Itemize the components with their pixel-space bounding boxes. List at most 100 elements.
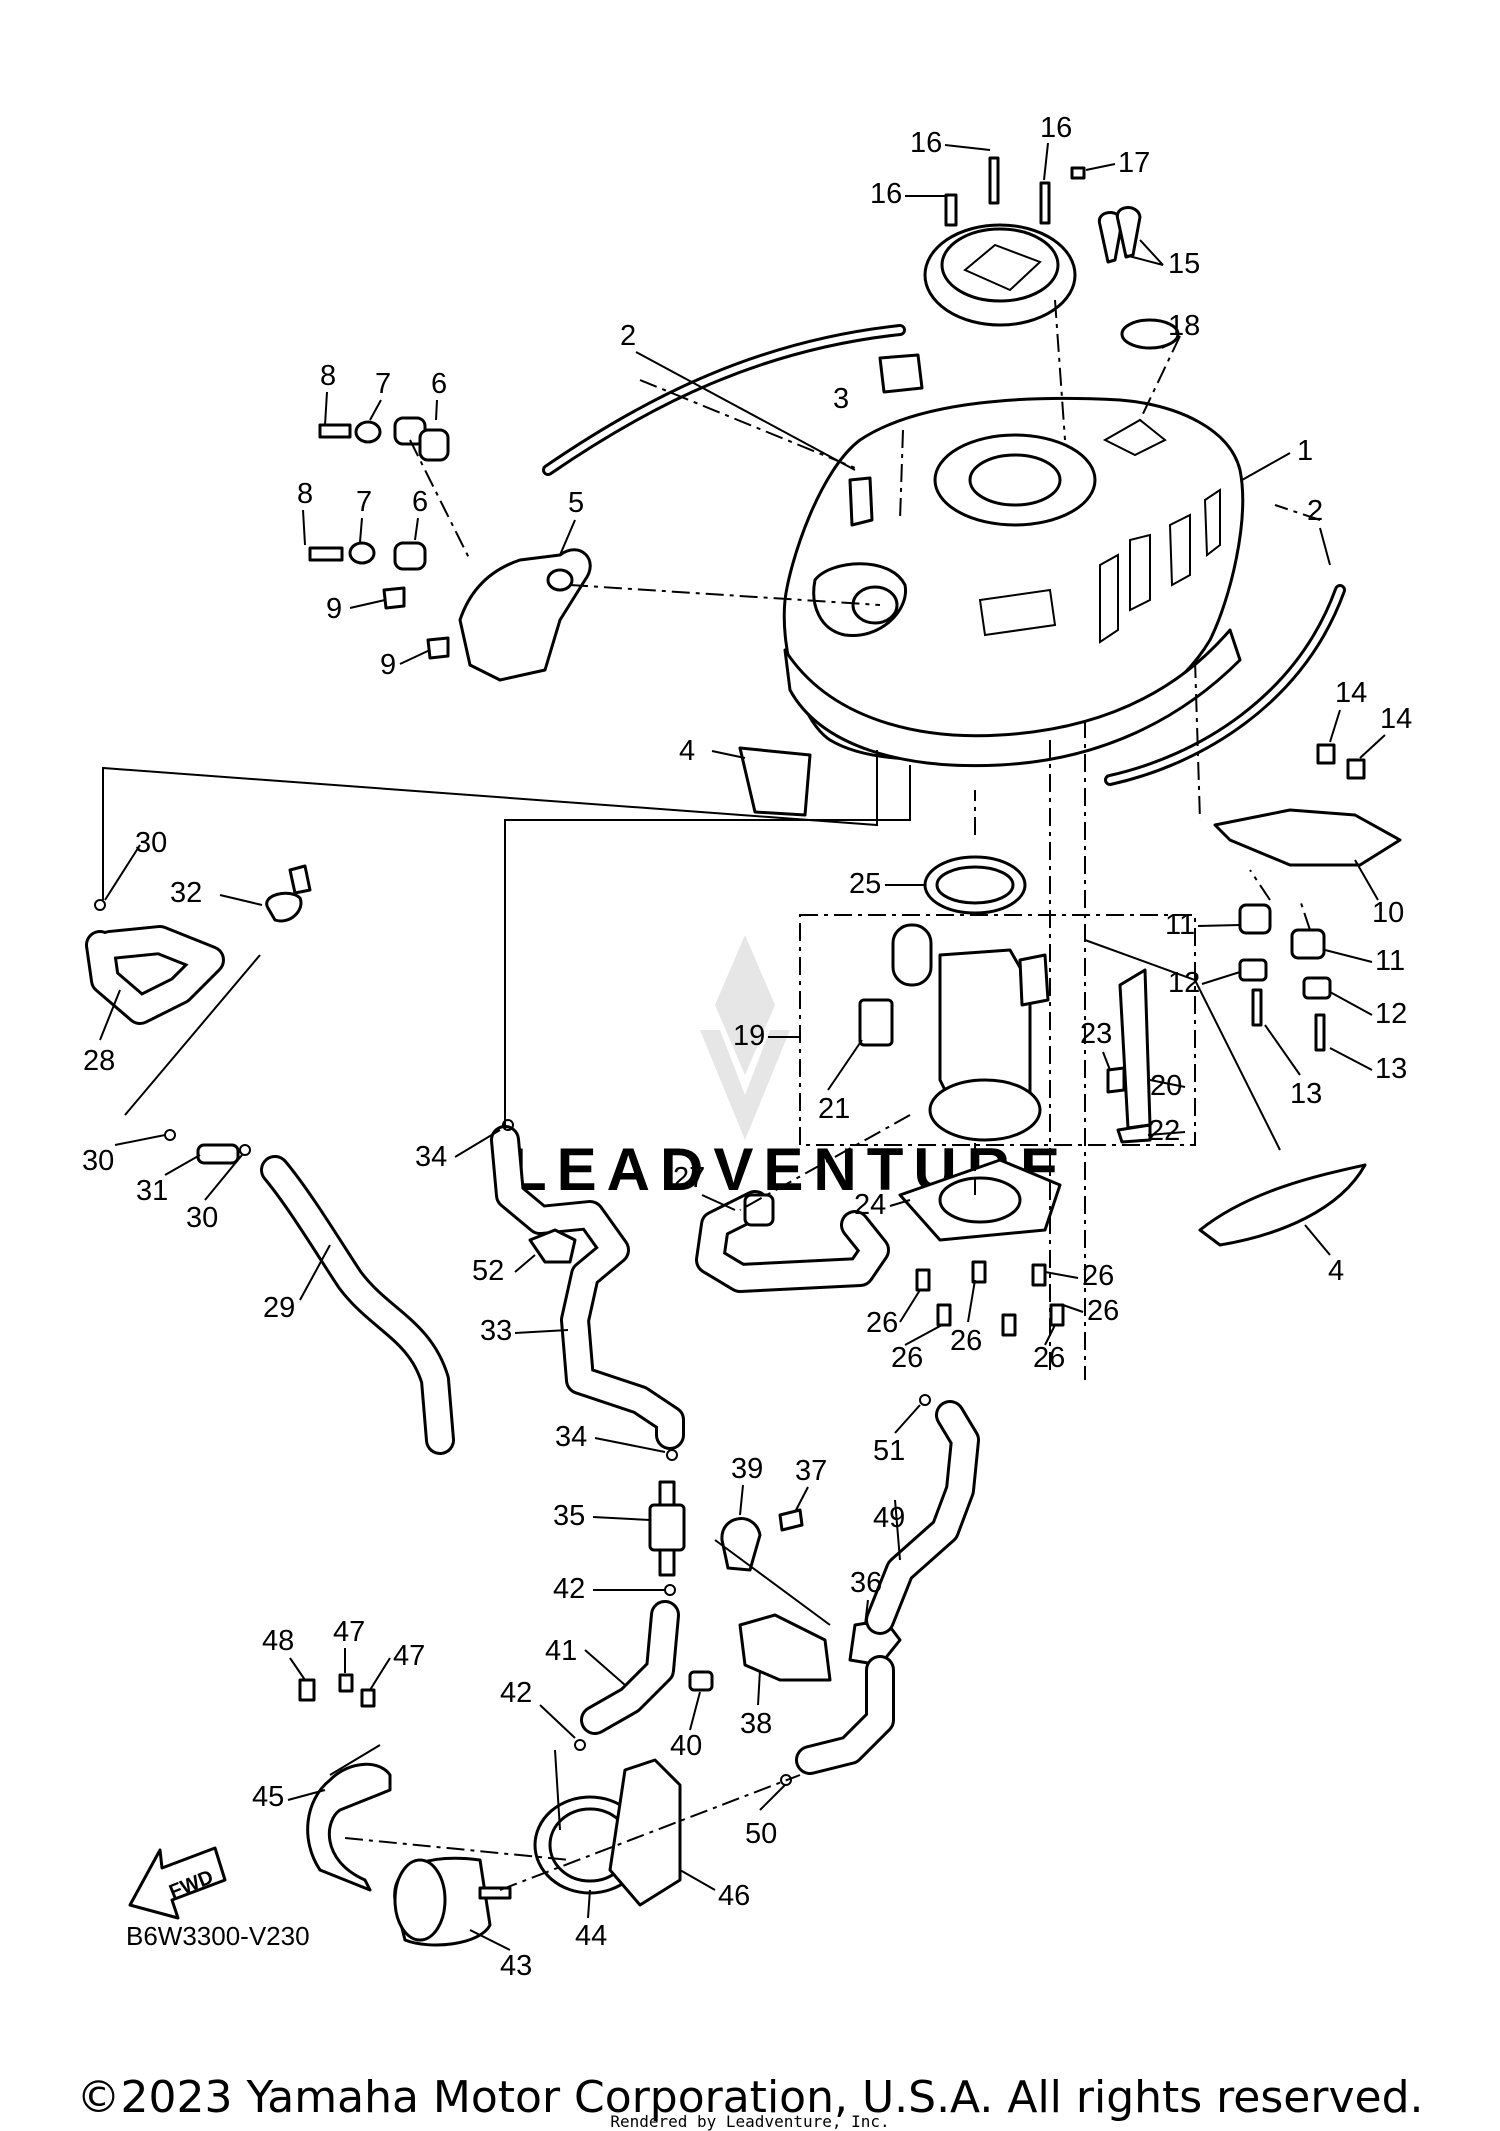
canister-bracket-46 [608, 1758, 682, 1907]
callout-12: 12 [1375, 998, 1407, 1030]
callout-26: 26 [1033, 1342, 1065, 1374]
callout-30: 30 [82, 1145, 114, 1177]
callout-3: 3 [833, 383, 849, 415]
pump-retainer-opening [938, 1176, 1022, 1224]
callout-7: 7 [356, 486, 372, 518]
callout-5: 5 [568, 487, 584, 519]
callout-52: 52 [472, 1255, 504, 1287]
callout-16: 16 [870, 178, 902, 210]
callout-51: 51 [873, 1435, 905, 1467]
callout-26: 26 [891, 1342, 923, 1374]
callout-6: 6 [431, 368, 447, 400]
callout-6: 6 [412, 486, 428, 518]
callout-27: 27 [673, 1162, 705, 1194]
tank-protector-strip-right [1104, 584, 1346, 786]
callout-38: 38 [740, 1708, 772, 1740]
callout-49: 49 [873, 1502, 905, 1534]
hose-41 [580, 1600, 680, 1735]
fuel-filter [648, 1480, 686, 1577]
callout-42: 42 [553, 1573, 585, 1605]
callout-10: 10 [1372, 897, 1404, 929]
callout-30: 30 [135, 827, 167, 859]
callout-34: 34 [415, 1141, 447, 1173]
callout-44: 44 [575, 1920, 607, 1952]
key-icon [1115, 206, 1142, 259]
callout-18: 18 [1168, 310, 1200, 342]
charcoal-canister [393, 1856, 512, 1947]
pump-loop-hose [695, 1190, 890, 1293]
callout-35: 35 [553, 1500, 585, 1532]
callout-7: 7 [375, 368, 391, 400]
callout-33: 33 [480, 1315, 512, 1347]
callout-47: 47 [333, 1616, 365, 1648]
callout-50: 50 [745, 1818, 777, 1850]
fuel-pump-assembly [799, 855, 1196, 1146]
callout-leaders [99, 142, 1386, 1951]
callout-37: 37 [795, 1455, 827, 1487]
callout-14: 14 [1335, 677, 1367, 709]
tank-pad-right [1198, 1163, 1367, 1247]
valve-36 [795, 1400, 980, 1775]
key-icon [1097, 211, 1124, 264]
callout-19: 19 [733, 1020, 765, 1052]
callout-26: 26 [866, 1307, 898, 1339]
callout-42: 42 [500, 1677, 532, 1709]
callout-48: 48 [262, 1625, 294, 1657]
callout-15: 15 [1168, 248, 1200, 280]
bracket-38 [738, 1613, 832, 1682]
callout-13: 13 [1375, 1053, 1407, 1085]
hose-clips [94, 899, 931, 1786]
clamp-52 [528, 1228, 577, 1264]
callout-26: 26 [1082, 1260, 1114, 1292]
screw-47 [338, 1673, 354, 1693]
callout-9: 9 [326, 593, 342, 625]
callout-32: 32 [170, 877, 202, 909]
callout-21: 21 [818, 1093, 850, 1125]
callout-11: 11 [1375, 945, 1405, 977]
callout-23: 23 [1080, 1018, 1112, 1050]
callout-26: 26 [1087, 1295, 1119, 1327]
hose-33 [490, 1125, 685, 1450]
callout-46: 46 [718, 1880, 750, 1912]
callout-8: 8 [297, 478, 313, 510]
callout-labels: 1 2 2 3 4 4 5 6 6 7 7 8 8 9 9 10 11 11 1… [82, 112, 1412, 1982]
tank-protector-strip-left [542, 324, 906, 476]
callout-28: 28 [83, 1045, 115, 1077]
callout-22: 22 [1148, 1115, 1180, 1147]
watermark-logo-chevron-icon [700, 1030, 790, 1140]
tank-rear-bracket [1213, 743, 1402, 1052]
callout-36: 36 [850, 1567, 882, 1599]
callout-24: 24 [854, 1189, 886, 1221]
watermark-logo-icon [715, 935, 775, 1075]
callout-16: 16 [1040, 112, 1072, 144]
clamp-39 [720, 1517, 762, 1572]
fwd-arrow-icon: FWD [128, 1846, 227, 1920]
callout-25: 25 [849, 868, 881, 900]
callout-40: 40 [670, 1730, 702, 1762]
callout-45: 45 [252, 1781, 284, 1813]
callout-13: 13 [1290, 1078, 1322, 1110]
tank-front-bracket [308, 416, 592, 682]
callout-31: 31 [136, 1175, 168, 1207]
canister-bracket-45 [306, 1762, 392, 1892]
tank-label [878, 353, 924, 394]
callout-2: 2 [1307, 495, 1323, 527]
vent-hose-28 [85, 864, 312, 1025]
callout-14: 14 [1380, 703, 1412, 735]
diagram-code: B6W3300-V230 [126, 1921, 310, 1951]
fuel-tank [782, 396, 1245, 768]
screw-37 [778, 1508, 804, 1532]
callout-2: 2 [620, 320, 636, 352]
callout-8: 8 [320, 360, 336, 392]
tank-pad-left [738, 746, 812, 817]
callout-39: 39 [731, 1453, 763, 1485]
callout-9: 9 [380, 649, 396, 681]
callout-1: 1 [1297, 435, 1313, 467]
copyright-notice: ©2023 Yamaha Motor Corporation, U.S.A. A… [76, 2072, 1424, 2123]
callout-29: 29 [263, 1292, 295, 1324]
fuel-cap-assembly [923, 156, 1142, 327]
callout-34: 34 [555, 1421, 587, 1453]
callout-4: 4 [679, 735, 695, 767]
callout-41: 41 [545, 1635, 577, 1667]
